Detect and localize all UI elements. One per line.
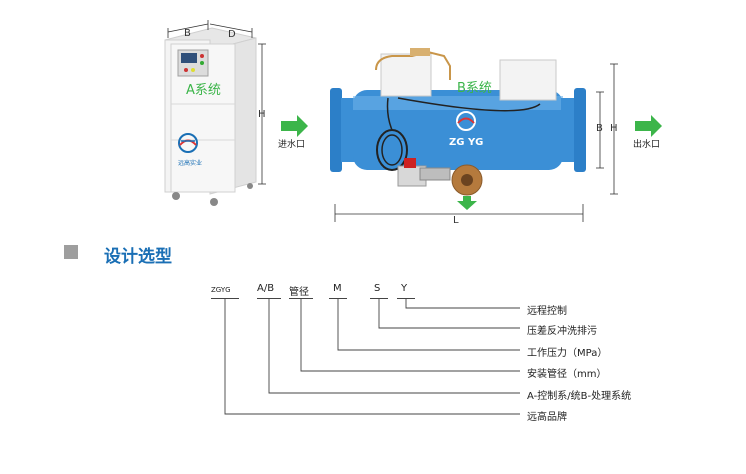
control-cabinet bbox=[164, 27, 257, 206]
dim-h-left-label: H bbox=[258, 109, 266, 120]
desc-backwash: 压差反冲洗排污 bbox=[527, 326, 597, 337]
filter-logo-icon bbox=[456, 111, 476, 131]
system-b-label: B系统 bbox=[457, 81, 492, 96]
dim-d-label: D bbox=[228, 29, 236, 40]
filter-body bbox=[330, 48, 586, 196]
code-pressure: M bbox=[333, 283, 342, 294]
equipment-diagram: A系统 远高实业 B D H 进水口 bbox=[164, 20, 662, 226]
cabinet-logo-caption: 远高实业 bbox=[178, 159, 202, 167]
desc-system: A-控制系/统B-处理系统 bbox=[527, 391, 632, 402]
filter-brand-text: ZG YG bbox=[449, 137, 483, 148]
dim-b-label: B bbox=[184, 28, 191, 39]
cabinet-dimensions bbox=[167, 20, 266, 185]
outlet-label: 出水口 bbox=[633, 138, 660, 150]
section-title-marker bbox=[64, 245, 78, 259]
brand-logo-icon bbox=[178, 133, 198, 153]
dim-b-right-label: B bbox=[596, 123, 603, 134]
drain-arrow-icon bbox=[457, 196, 477, 210]
outlet-arrow-icon bbox=[635, 115, 662, 137]
code-system: A/B bbox=[257, 283, 275, 294]
desc-pipe-diameter: 安装管径（mm） bbox=[527, 369, 607, 380]
dim-l-label: L bbox=[453, 215, 459, 226]
inlet-label: 进水口 bbox=[278, 138, 305, 150]
code-backwash: S bbox=[374, 283, 381, 294]
dim-h-right-label: H bbox=[610, 123, 618, 134]
desc-pressure: 工作压力（MPa） bbox=[527, 348, 608, 359]
code-remote: Y bbox=[401, 283, 408, 294]
code-pipe-diameter: 管径 bbox=[289, 287, 309, 298]
filter-dimensions bbox=[334, 63, 618, 222]
desc-remote: 远程控制 bbox=[527, 306, 567, 317]
inlet-arrow-icon bbox=[281, 115, 308, 137]
code-brand: ZGYG bbox=[211, 286, 231, 294]
section-title: 设计选型 bbox=[104, 247, 172, 267]
system-a-label: A系统 bbox=[186, 83, 221, 98]
desc-brand: 远高品牌 bbox=[527, 412, 567, 423]
